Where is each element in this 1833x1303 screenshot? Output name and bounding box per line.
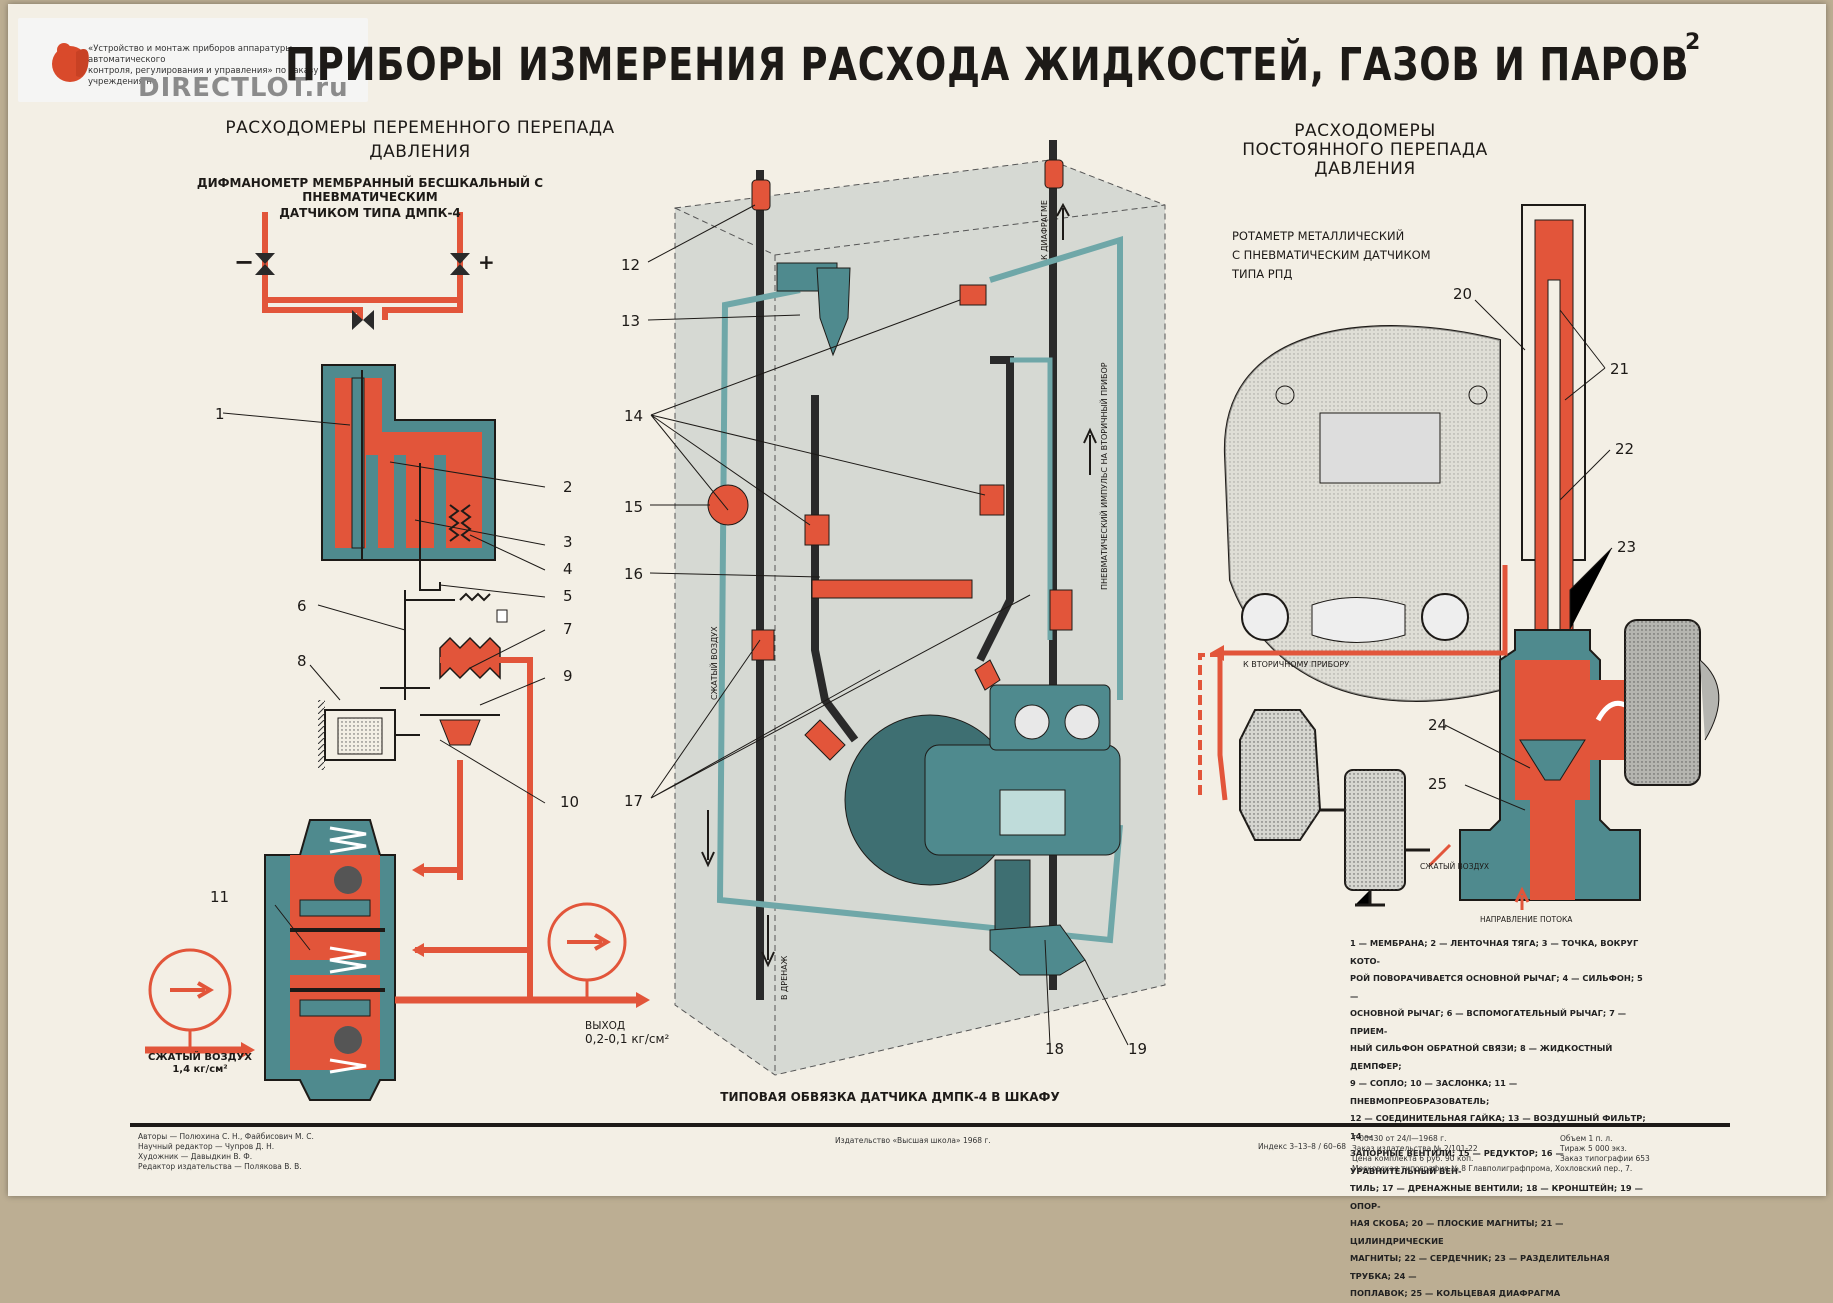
footer-index: Индекс 3–13–8 / 60–68 bbox=[1258, 1142, 1347, 1151]
callout-3: 3 bbox=[563, 533, 573, 551]
left-caption: ДИФМАНОМЕТР МЕМБРАННЫЙ БЕСШКАЛЬНЫЙ С ПНЕ… bbox=[196, 176, 544, 220]
callout-25: 25 bbox=[1428, 775, 1448, 793]
legend-line: ТИЛЬ; 17 — ДРЕНАЖНЫЕ ВЕНТИЛИ; 18 — КРОНШ… bbox=[1350, 1183, 1643, 1211]
valve-icon bbox=[352, 310, 374, 330]
diaphragm-label-vertical: К ДИАФРАГМЕ bbox=[1040, 200, 1049, 260]
impulse-label-vertical: ПНЕВМАТИЧЕСКИЙ ИМПУЛЬС НА ВТОРИЧНЫЙ ПРИБ… bbox=[1100, 362, 1109, 590]
legend-line: МАГНИТЫ; 22 — СЕРДЕЧНИК; 23 — РАЗДЕЛИТЕЛ… bbox=[1350, 1253, 1610, 1281]
legend-line: РОЙ ПОВОРАЧИВАЕТСЯ ОСНОВНОЙ РЫЧАГ; 4 — С… bbox=[1350, 973, 1643, 1001]
footer-authors: Авторы — Полюхина С. Н., Файбисович М. С… bbox=[138, 1132, 314, 1171]
cabinet-schematic bbox=[647, 140, 1166, 1076]
output-label: ВЫХОД 0,2-0,1 кг/см² bbox=[585, 1020, 670, 1046]
watermark-box: «Устройство и монтаж приборов аппаратуры… bbox=[18, 18, 368, 103]
legend-line: 1 — МЕМБРАНА; 2 — ЛЕНТОЧНАЯ ТЯГА; 3 — ТО… bbox=[1350, 938, 1639, 966]
minus-sign: − bbox=[234, 248, 255, 276]
callout-6: 6 bbox=[297, 597, 307, 615]
flow-direction-label: НАПРАВЛЕНИЕ ПОТОКА bbox=[1480, 915, 1573, 924]
legend-line: НАЯ СКОБА; 20 — ПЛОСКИЕ МАГНИТЫ; 21 — ЦИ… bbox=[1350, 1218, 1564, 1246]
callout-13: 13 bbox=[621, 312, 641, 330]
rotameter-schematic bbox=[1198, 204, 1720, 910]
air-inlet-label: СЖАТЫЙ ВОЗДУХ 1,4 кг/см² bbox=[148, 1052, 252, 1075]
legend-line: ЗАПОРНЫЕ ВЕНТИЛИ; 15 — РЕДУКТОР; 16 — УР… bbox=[1350, 1148, 1564, 1176]
parts-legend: 1 — МЕМБРАНА; 2 — ЛЕНТОЧНАЯ ТЯГА; 3 — ТО… bbox=[1350, 935, 1650, 1303]
callout-21: 21 bbox=[1610, 360, 1630, 378]
legend-line: 9 — СОПЛО; 10 — ЗАСЛОНКА; 11 — ПНЕВМОПРЕ… bbox=[1350, 1078, 1518, 1106]
callout-14: 14 bbox=[624, 407, 644, 425]
valve-icon bbox=[450, 253, 470, 275]
callout-11: 11 bbox=[210, 888, 230, 906]
callout-10: 10 bbox=[560, 793, 580, 811]
page-title: ПРИБОРЫ ИЗМЕРЕНИЯ РАСХОДА ЖИДКОСТЕЙ, ГАЗ… bbox=[285, 38, 1690, 91]
cabinet-caption: ТИПОВАЯ ОБВЯЗКА ДАТЧИКА ДМПК-4 В ШКАФУ bbox=[720, 1090, 1060, 1104]
rotameter-air-label: СЖАТЫЙ ВОЗДУХ bbox=[1420, 862, 1490, 871]
callout-20: 20 bbox=[1453, 285, 1473, 303]
callout-12: 12 bbox=[621, 256, 641, 274]
callout-23: 23 bbox=[1617, 538, 1637, 556]
legend-line: 12 — СОЕДИНИТЕЛЬНАЯ ГАЙКА; 13 — ВОЗДУШНЫ… bbox=[1350, 1113, 1646, 1141]
plus-sign: + bbox=[478, 250, 495, 274]
watermark-brand: DIRECTLOT.ru bbox=[138, 73, 349, 103]
footer-print-info: Т-00430 от 24/I—1968 г. Заказ издательст… bbox=[1352, 1134, 1633, 1173]
callout-17: 17 bbox=[624, 792, 644, 810]
left-heading: РАСХОДОМЕРЫ ПЕРЕМЕННОГО ПЕРЕПАДА ДАВЛЕНИ… bbox=[225, 118, 615, 162]
left-schematic bbox=[145, 212, 650, 1101]
callout-5: 5 bbox=[563, 587, 573, 605]
rotameter-caption: РОТАМЕТР МЕТАЛЛИЧЕСКИЙ С ПНЕВМАТИЧЕСКИМ … bbox=[1232, 229, 1431, 281]
legend-line: ОСНОВНОЙ РЫЧАГ; 6 — ВСПОМОГАТЕЛЬНЫЙ РЫЧА… bbox=[1350, 1008, 1627, 1036]
callout-4: 4 bbox=[563, 560, 573, 578]
watermark-note: «Устройство и монтаж приборов аппаратуры… bbox=[88, 44, 319, 87]
valve-icon bbox=[255, 253, 275, 275]
callout-18: 18 bbox=[1045, 1040, 1065, 1058]
to-secondary-label: К ВТОРИЧНОМУ ПРИБОРУ bbox=[1243, 660, 1350, 669]
legend-line: НЫЙ СИЛЬФОН ОБРАТНОЙ СВЯЗИ; 8 — ЖИДКОСТН… bbox=[1350, 1043, 1613, 1071]
footer-publisher: Издательство «Высшая школа» 1968 г. bbox=[835, 1136, 991, 1145]
squirrel-logo-icon bbox=[52, 43, 89, 82]
callout-9: 9 bbox=[563, 667, 573, 685]
callout-7: 7 bbox=[563, 620, 573, 638]
right-heading: РАСХОДОМЕРЫ ПОСТОЯННОГО ПЕРЕПАДА ДАВЛЕНИ… bbox=[1242, 121, 1488, 179]
callout-15: 15 bbox=[624, 498, 644, 516]
air-label-vertical: СЖАТЫЙ ВОЗДУХ bbox=[710, 626, 719, 700]
page-number: 2 bbox=[1685, 30, 1701, 55]
callout-1: 1 bbox=[215, 405, 225, 423]
legend-line: ПОПЛАВОК; 25 — КОЛЬЦЕВАЯ ДИАФРАГМА bbox=[1350, 1288, 1561, 1298]
drain-label-vertical: В ДРЕНАЖ bbox=[780, 955, 789, 1000]
callout-22: 22 bbox=[1615, 440, 1635, 458]
callout-24: 24 bbox=[1428, 716, 1448, 734]
callout-8: 8 bbox=[297, 652, 307, 670]
footer-volume: Объем 1 п. л. Тираж 5 000 экз. Заказ тип… bbox=[1560, 1134, 1650, 1163]
callout-19: 19 bbox=[1128, 1040, 1148, 1058]
diagram-artwork bbox=[130, 140, 1730, 1127]
callout-2: 2 bbox=[563, 478, 573, 496]
callout-16: 16 bbox=[624, 565, 644, 583]
